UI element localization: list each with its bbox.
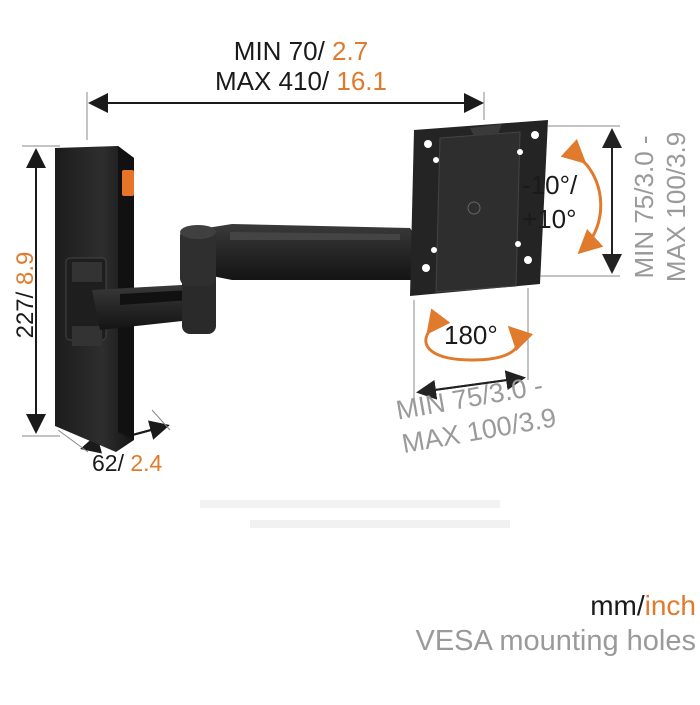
- brand-logo: [467, 201, 481, 215]
- tilt-down: +10°: [522, 204, 577, 234]
- second-arm: [180, 224, 420, 286]
- legend-inch: inch: [644, 590, 696, 621]
- arm-extension-dimension-line: [86, 92, 485, 140]
- vesa-v-max-mm: MAX 100: [661, 175, 691, 283]
- vesa-vertical-dimension-line: [540, 125, 622, 277]
- vesa-horizontal-dimension-line: [413, 288, 529, 400]
- orange-clip: [122, 170, 134, 196]
- arm-max-mm: MAX 410/: [214, 66, 330, 96]
- depth-inch: 2.4: [130, 450, 163, 476]
- depth-mm: 62/: [92, 450, 124, 476]
- wall-plate-depth-label: 62/ 2.4: [92, 452, 162, 475]
- swivel-arrow-icon: [424, 308, 534, 362]
- vesa-vertical-label: MIN 75/3.0 - MAX 100/3.9: [629, 62, 695, 352]
- tilt-arrow-icon: [560, 138, 604, 255]
- vesa-h-max-inch: /3.9: [508, 402, 559, 440]
- arm-max-inch: 16.1: [336, 66, 387, 96]
- legend-vesa-note: VESA mounting holes: [415, 625, 696, 657]
- arm-extension-label: MIN 70/ 2.7 MAX 410/ 16.1: [196, 38, 406, 98]
- swivel-label: 180°: [444, 320, 498, 350]
- vesa-v-max-inch: /3.9: [661, 131, 691, 176]
- height-inch: 8.9: [12, 251, 39, 285]
- wall-plate-height-label: 227/ 8.9: [12, 235, 39, 355]
- vesa-v-min-inch: /3.0 -: [629, 135, 659, 195]
- tilt-up: -10°/: [522, 170, 578, 200]
- vesa-plate: [410, 120, 548, 296]
- faded-background-text: [200, 500, 510, 528]
- height-mm: 227/: [12, 291, 39, 339]
- legend-mm: mm/: [590, 590, 645, 621]
- legend-units: mm/inch: [590, 592, 696, 620]
- vesa-v-min-mm: MIN 75: [629, 194, 659, 279]
- arm-min-mm: MIN 70/: [233, 36, 325, 66]
- tilt-label: -10°/ +10°: [522, 172, 577, 240]
- wall-plate-height-dimension-line: [22, 145, 60, 437]
- arm-min-inch: 2.7: [332, 36, 369, 66]
